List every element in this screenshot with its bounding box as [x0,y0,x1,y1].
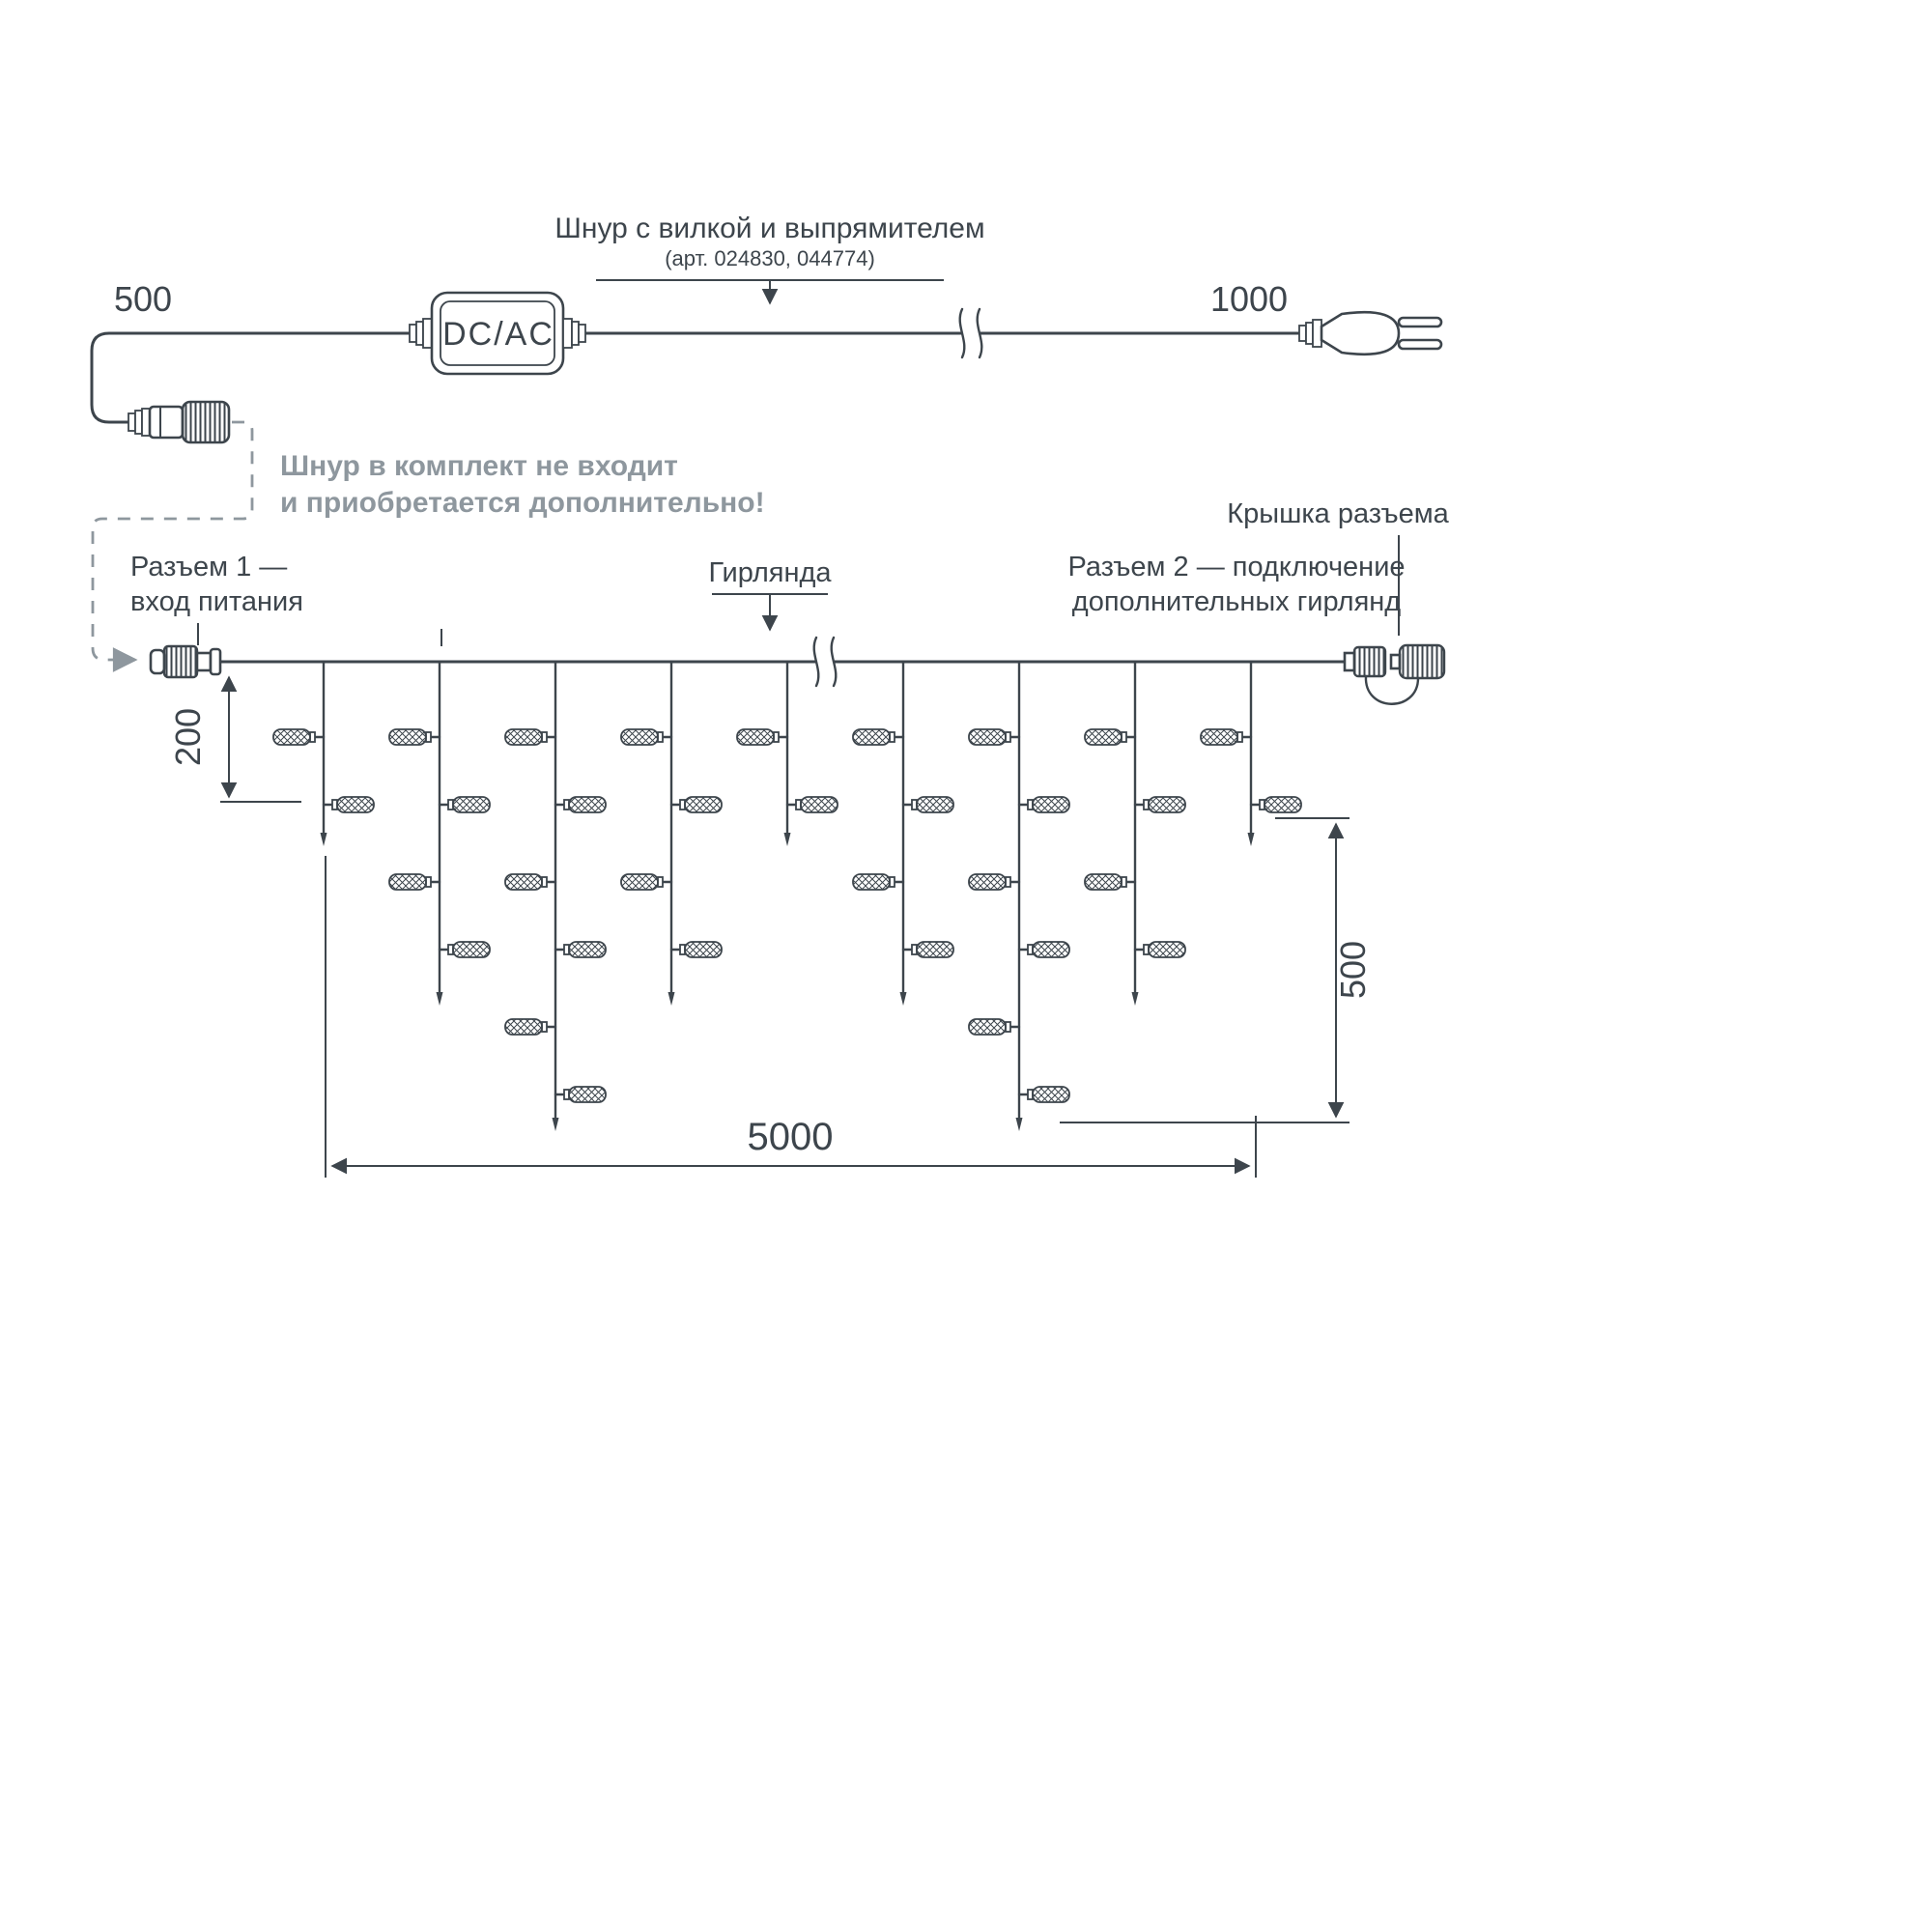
led-lamp [1084,728,1137,746]
garland-label: Гирлянда [708,557,832,588]
not-included-note-line1: Шнур в комплект не входит [280,450,678,482]
led-lamp [901,796,954,813]
cord-title: Шнур с вилкой и выпрямителем [554,213,984,244]
led-lamp [736,728,789,746]
led-lamp [785,796,838,813]
icicle-drop [620,660,723,1006]
led-lamp [1017,796,1070,813]
garland-labels: Разъем 1 — вход питания Гирлянда Разъем … [130,498,1450,645]
led-lamp [968,1018,1021,1036]
led-lamp [968,728,1021,746]
led-lamp [554,1086,607,1103]
led-lamp [504,728,557,746]
connector-cap [1398,643,1446,680]
led-lamp [504,873,557,891]
garland-output-connector [1343,643,1446,705]
icicle-drop [504,660,607,1131]
dimension-200: 200 [168,675,301,803]
cord-right-length-label: 1000 [1210,279,1288,319]
cap-leash [1364,674,1420,705]
garland-input-connector [149,644,222,679]
icicle-drop [1084,660,1186,1006]
led-lamp [554,941,607,958]
connector2-label-line1: Разъем 2 — подключение [1067,552,1405,582]
led-lamp [1017,1086,1070,1103]
power-plug-icon [1298,310,1443,356]
icicle-drop [968,660,1070,1131]
led-lamp [388,873,441,891]
led-lamp [272,728,326,746]
led-lamp [504,1018,557,1036]
icicle-drops [272,660,1302,1131]
cord-title-block: Шнур с вилкой и выпрямителем (арт. 02483… [554,213,985,305]
connector2-label-line2: дополнительных гирлянд [1072,586,1402,617]
led-lamp [1017,941,1070,958]
led-lamp [852,728,905,746]
connector1-label-line2: вход питания [130,586,303,617]
not-included-note-line2: и приобретается дополнительно! [280,487,765,519]
dimension-500-label: 500 [1333,941,1373,999]
cord-cable-left [90,331,412,424]
cap-label: Крышка разъема [1227,498,1449,529]
led-lamp [1200,728,1253,746]
led-lamp [438,941,491,958]
dimension-200-label: 200 [168,708,208,766]
led-lamp [438,796,491,813]
wire-break-icon [812,636,838,688]
led-lamp [968,873,1021,891]
led-lamp [322,796,375,813]
connector1-label-line1: Разъем 1 — [130,552,287,582]
icicle-drop [1200,660,1302,846]
icicle-drop [272,660,375,846]
led-lamp [620,728,673,746]
cable-break-icon [958,307,983,359]
dimension-5000: 5000 [325,856,1257,1178]
cord-article: (арт. 024830, 044774) [665,246,875,270]
led-lamp [901,941,954,958]
icicle-drop [852,660,954,1006]
led-lamp [388,728,441,746]
led-lamp [1133,941,1186,958]
cord-left-length-label: 500 [114,279,172,319]
led-lamp [1133,796,1186,813]
icicle-drop [388,660,491,1006]
power-cord-assembly: 500 1000 DC/AC [90,213,1443,672]
cord-connector [128,400,231,444]
led-lamp [1084,873,1137,891]
dimension-500: 500 [1060,817,1373,1123]
garland-assembly [149,629,1446,1131]
dcac-label: DC/AC [442,316,554,353]
led-lamp [852,873,905,891]
dcac-converter-box: DC/AC [409,291,586,376]
icicle-drop [736,660,838,846]
led-lamp [669,796,723,813]
dashed-routing-line [91,420,254,672]
led-lamp [669,941,723,958]
led-lamp [1249,796,1302,813]
led-lamp [620,873,673,891]
dimension-5000-label: 5000 [748,1116,834,1158]
led-lamp [554,796,607,813]
